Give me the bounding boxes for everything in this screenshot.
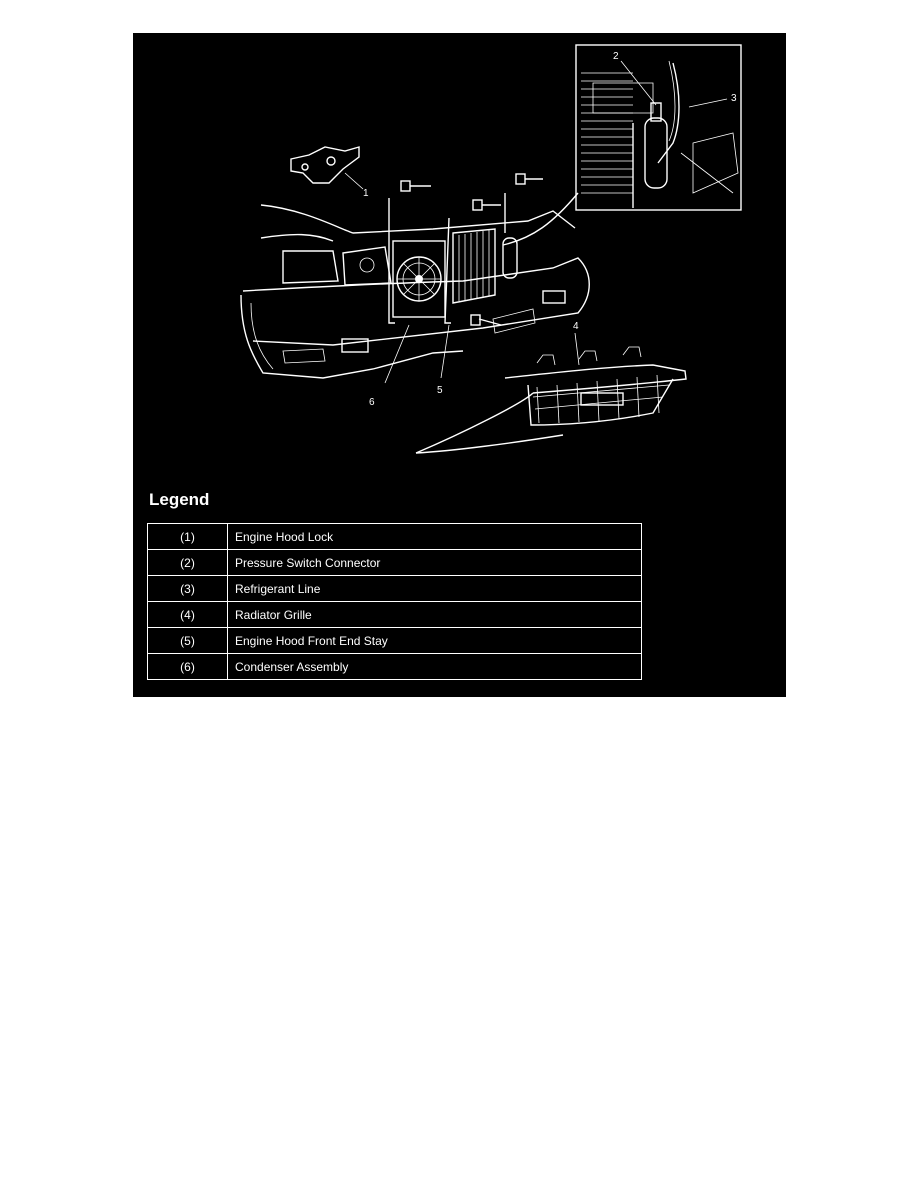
mounting-bolts xyxy=(400,173,543,326)
legend-description: Pressure Switch Connector xyxy=(227,549,642,576)
legend-row: (5) Engine Hood Front End Stay xyxy=(147,627,642,654)
callout-5: 5 xyxy=(437,385,443,396)
legend-title: Legend xyxy=(149,490,210,509)
diagram-figure: 2 3 1 xyxy=(133,33,786,697)
condenser-assembly: 6 xyxy=(369,240,446,408)
legend-number: (3) xyxy=(147,575,228,602)
callout-4: 4 xyxy=(573,321,579,332)
legend-description: Engine Hood Lock xyxy=(227,523,642,550)
legend-row: (6) Condenser Assembly xyxy=(147,653,642,680)
legend-description: Refrigerant Line xyxy=(227,575,642,602)
engine-hood-lock: 1 xyxy=(290,146,369,199)
legend-row: (3) Refrigerant Line xyxy=(147,575,642,602)
legend-table: (1) Engine Hood Lock (2) Pressure Switch… xyxy=(147,523,642,680)
inset-detail: 2 3 xyxy=(575,44,742,211)
hood-front-end-stay: 5 xyxy=(388,193,506,396)
inset-leader xyxy=(502,192,579,246)
legend-description: Radiator Grille xyxy=(227,601,642,628)
legend-row: (1) Engine Hood Lock xyxy=(147,523,642,550)
callout-1: 1 xyxy=(363,188,369,199)
legend-number: (2) xyxy=(147,549,228,576)
legend-number: (1) xyxy=(147,523,228,550)
vehicle-front xyxy=(240,204,590,379)
callout-6: 6 xyxy=(369,397,375,408)
radiator-grille: 4 xyxy=(415,321,687,454)
legend-number: (6) xyxy=(147,653,228,680)
legend-description: Engine Hood Front End Stay xyxy=(227,627,642,654)
callout-2: 2 xyxy=(613,51,619,62)
legend-description: Condenser Assembly xyxy=(227,653,642,680)
callout-3: 3 xyxy=(731,93,737,104)
legend-row: (4) Radiator Grille xyxy=(147,601,642,628)
front-end-exploded-view: 2 3 1 xyxy=(240,44,742,454)
legend-number: (4) xyxy=(147,601,228,628)
radiator-core xyxy=(452,228,518,304)
legend-row: (2) Pressure Switch Connector xyxy=(147,549,642,576)
legend-number: (5) xyxy=(147,627,228,654)
